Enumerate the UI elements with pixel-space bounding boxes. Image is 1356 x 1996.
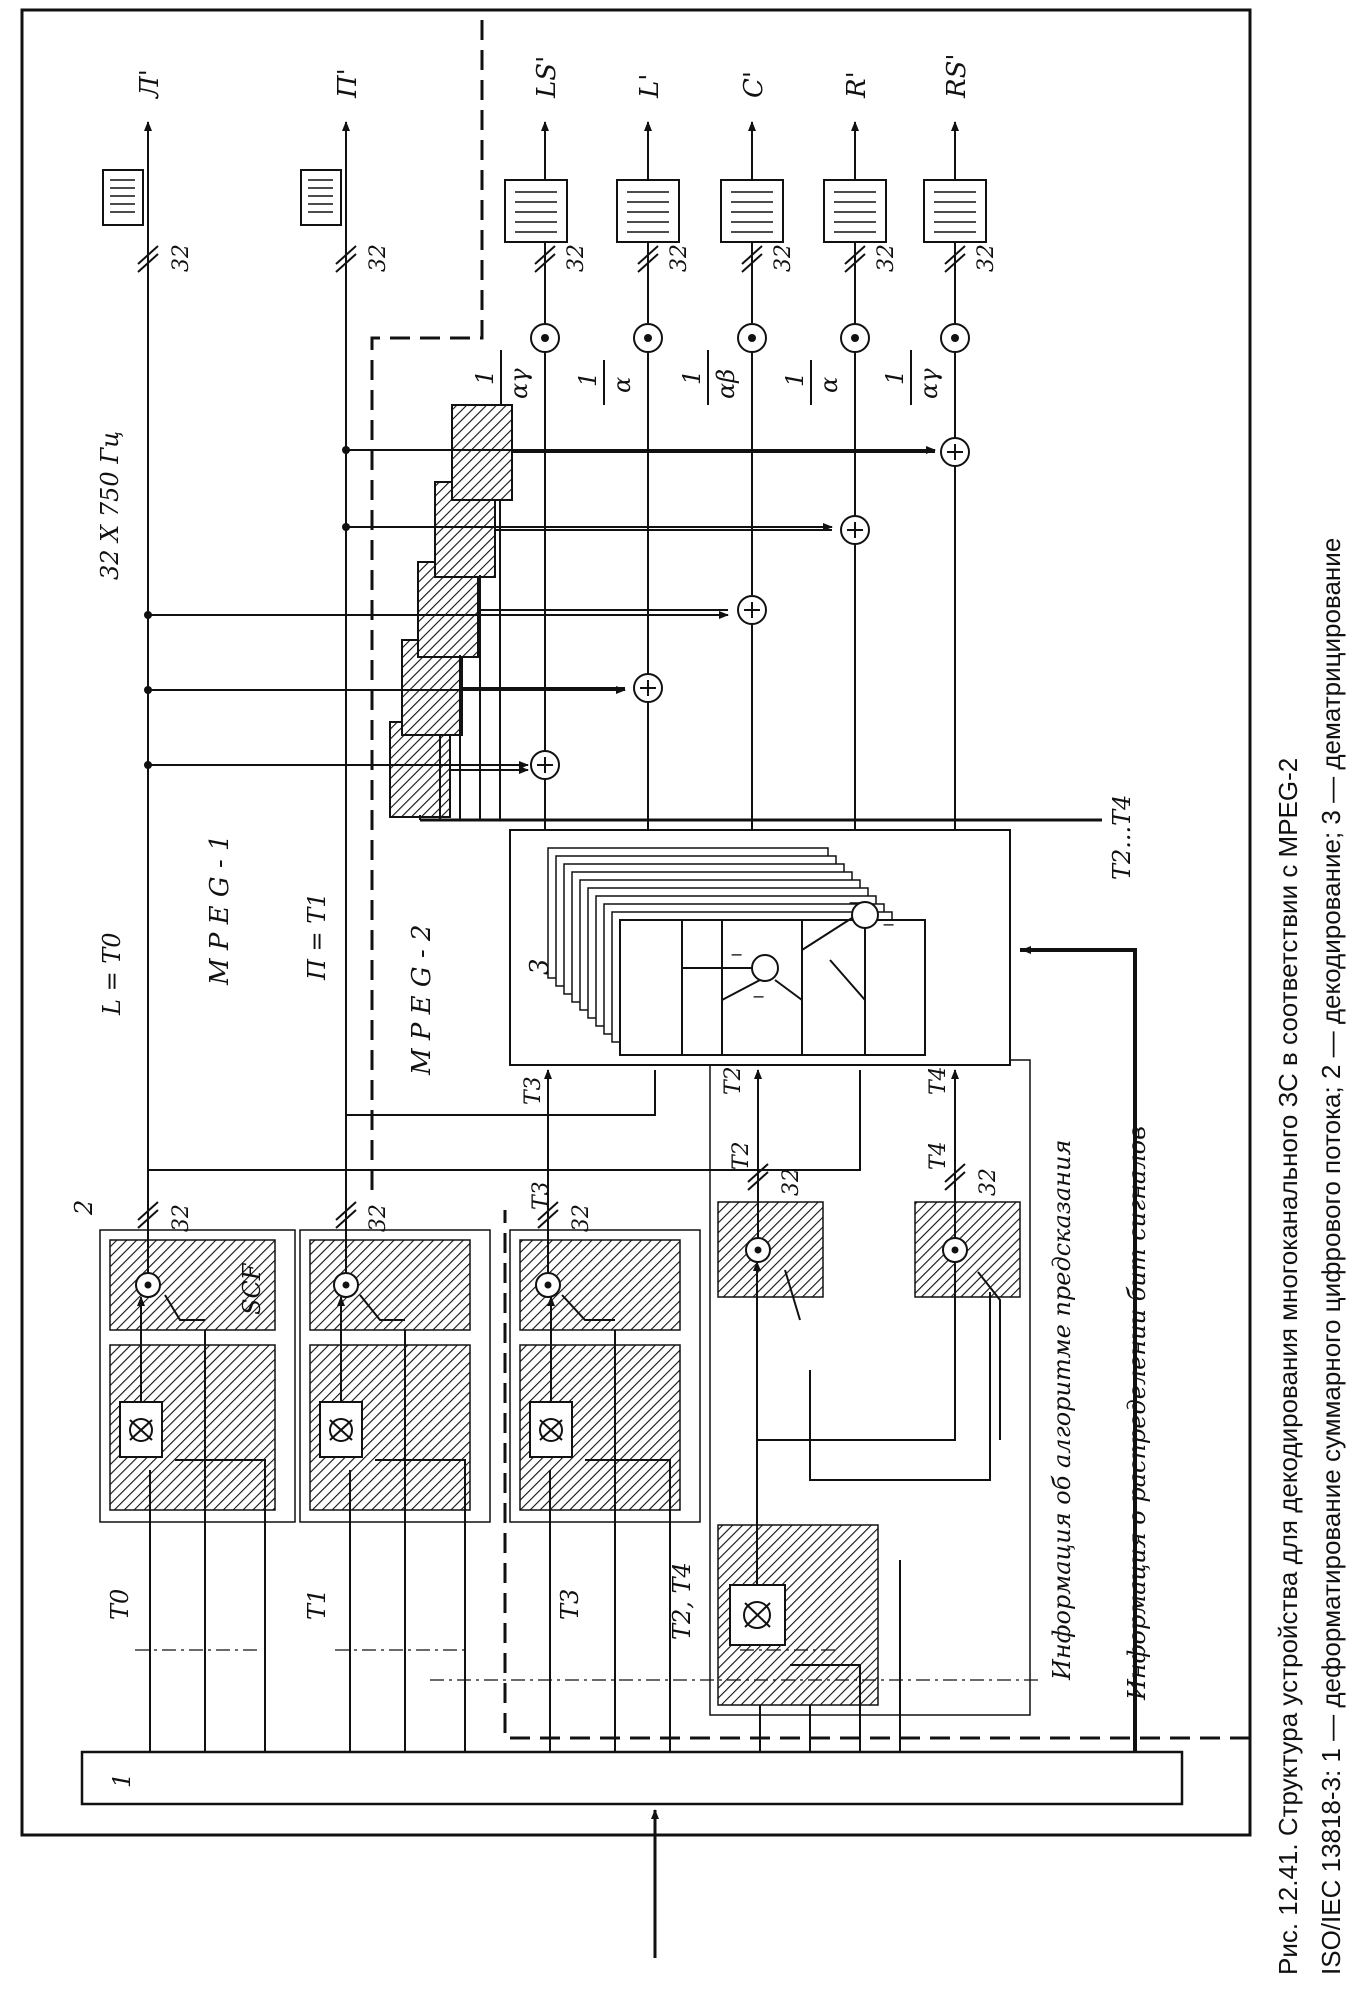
factor-den: αγ bbox=[915, 368, 943, 399]
bus-label: 32 bbox=[169, 1204, 194, 1232]
bus-label: 32 bbox=[976, 1168, 1001, 1196]
block-3-label: 3 bbox=[525, 958, 555, 975]
decoder-output-buses bbox=[144, 121, 959, 1273]
input-label-t1: T1 bbox=[303, 1589, 331, 1620]
info-prediction-label: Информация об алгоритме предсказания bbox=[1048, 1140, 1076, 1681]
mid-t4-label: T4 bbox=[926, 1066, 951, 1095]
output-label-rs-prime: RS' bbox=[942, 53, 972, 99]
bus-t2-label: T2 bbox=[729, 1141, 754, 1170]
frequency-label: 32 X 750 Гц bbox=[96, 431, 124, 580]
block-2-label: 2 bbox=[70, 1200, 98, 1216]
t2-t4-bus-label: T2...T4 bbox=[1108, 795, 1136, 880]
factor-den: α bbox=[608, 377, 636, 393]
output-labels: Л' П' LS' L' C' R' RS' bbox=[135, 53, 972, 100]
bus-t-labels: T3 T2 T4 T3 T2 T4 bbox=[521, 1066, 951, 1210]
summer-nodes bbox=[530, 437, 970, 780]
output-label-c-prime: C' bbox=[739, 71, 769, 98]
input-label-t2t4: T2, T4 bbox=[668, 1562, 696, 1640]
output-label-l-prime: Л' bbox=[135, 69, 165, 100]
bus-label: 32 bbox=[366, 1204, 391, 1232]
output-label-ls-prime: LS' bbox=[532, 56, 562, 99]
svg-text:−: − bbox=[730, 945, 743, 964]
input-label-t0: T0 bbox=[106, 1589, 134, 1620]
p-eq-t1-label: П = T1 bbox=[303, 892, 331, 981]
out-bit-label: 32 bbox=[169, 244, 194, 272]
figure-caption: Рис. 12.41. Структура устройства для дек… bbox=[1273, 538, 1346, 1975]
info-thick-line bbox=[1020, 948, 1137, 1752]
svg-text:−: − bbox=[848, 893, 861, 912]
output-bit-labels: 32 32 32 32 32 32 32 bbox=[169, 244, 999, 272]
out-bit-label: 32 bbox=[667, 244, 692, 272]
mid-t2-label: T2 bbox=[721, 1066, 746, 1095]
output-label-p-prime: П' bbox=[333, 68, 363, 99]
l-eq-t0-label: L = T0 bbox=[98, 932, 126, 1016]
output-label-r-prime: R' bbox=[842, 71, 872, 99]
scale-factors: 1 αγ 1 α 1 αβ 1 α 1 αγ bbox=[471, 350, 943, 405]
outer-frame bbox=[20, 8, 1252, 1837]
mpeg2-label: M P E G - 2 bbox=[407, 924, 437, 1076]
input-label-t3: T3 bbox=[556, 1589, 584, 1620]
block-1-deformatter: 1 bbox=[80, 1750, 1184, 1806]
block-1-label: 1 bbox=[108, 1773, 136, 1788]
factor-num: 1 bbox=[678, 370, 706, 385]
out-bit-label: 32 bbox=[366, 244, 391, 272]
factor-den: αβ bbox=[712, 369, 740, 399]
hatched-stage-stack bbox=[389, 404, 513, 818]
bus-label: 32 bbox=[779, 1168, 804, 1196]
svg-text:−: − bbox=[882, 915, 895, 934]
bus-label: 32 bbox=[569, 1204, 594, 1232]
input-labels: T0 T1 T3 T2, T4 bbox=[106, 1562, 696, 1640]
synthesis-filter-boxes bbox=[102, 169, 987, 243]
bus-t4-label: T4 bbox=[926, 1141, 951, 1170]
factor-num: 1 bbox=[471, 370, 499, 385]
dematrix-block-3: − − − − 3 bbox=[509, 829, 1011, 1066]
bus-bit-labels: 32 32 32 32 32 bbox=[169, 1168, 1001, 1232]
factor-den: αγ bbox=[505, 368, 533, 399]
decoder-blocks bbox=[99, 1059, 1031, 1716]
factor-num: 1 bbox=[881, 370, 909, 385]
out-bit-label: 32 bbox=[974, 244, 999, 272]
output-label-l2-prime: L' bbox=[635, 74, 665, 99]
bus-t3-label: T3 bbox=[529, 1181, 554, 1210]
block1-to-decoder-lines bbox=[149, 1330, 901, 1752]
out-bit-label: 32 bbox=[771, 244, 796, 272]
factor-num: 1 bbox=[574, 372, 602, 387]
svg-text:−: − bbox=[752, 987, 765, 1006]
out-bit-label: 32 bbox=[874, 244, 899, 272]
mid-t3-label: T3 bbox=[521, 1076, 546, 1105]
info-bit-allocation-label: Информация о распределении бит сигналов bbox=[1123, 1126, 1151, 1701]
caption-line-2: ISO/IEC 13818-3: 1 — деформатирование су… bbox=[1316, 538, 1346, 1975]
factor-num: 1 bbox=[781, 372, 809, 387]
mpeg1-label: M P E G - 1 bbox=[205, 834, 235, 986]
factor-den: α bbox=[815, 377, 843, 393]
scf-label: SCF bbox=[238, 1262, 266, 1315]
out-bit-label: 32 bbox=[564, 244, 589, 272]
caption-line-1: Рис. 12.41. Структура устройства для дек… bbox=[1273, 758, 1303, 1975]
dequantizer-icons bbox=[119, 1401, 786, 1646]
